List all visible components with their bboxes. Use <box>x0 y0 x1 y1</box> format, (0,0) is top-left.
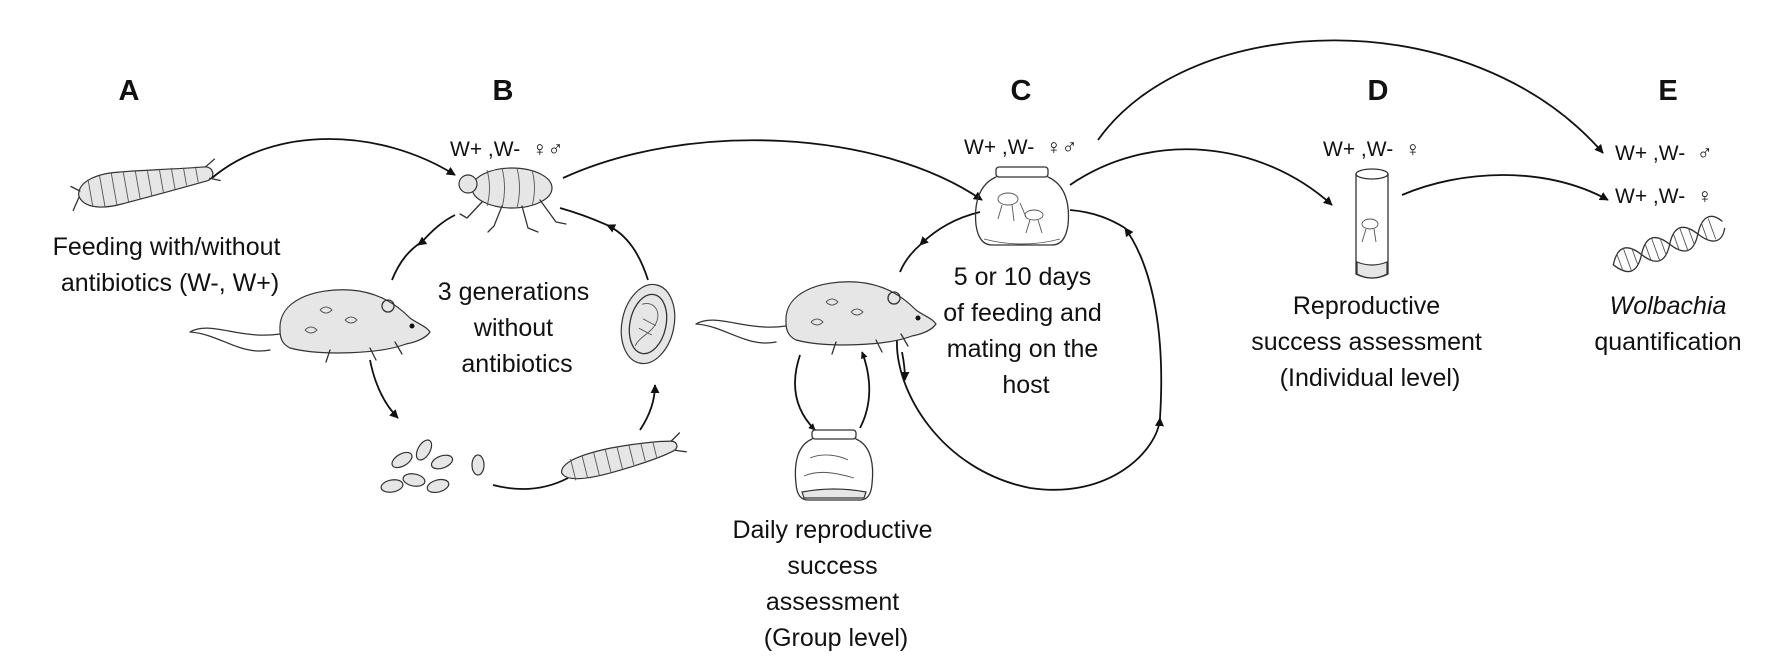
arrow-cycle-eggs-to-larva <box>492 477 569 490</box>
panel-c-subcaption-line-1: Daily reproductive <box>732 516 932 544</box>
mouse-host-icon-c <box>695 281 937 355</box>
arrow-cycle-adult-out <box>559 207 608 226</box>
glass-tube-icon <box>1355 168 1389 279</box>
panel-b-caption-line-2: without <box>473 314 553 342</box>
panel-a-caption: Feeding with/without antibiotics (W-, W+… <box>53 233 288 297</box>
panel-letter-c: C <box>1011 75 1032 107</box>
arrow-loop-bottom <box>896 339 1164 491</box>
flea-larva-icon <box>70 158 221 212</box>
arrow-loop-jar-to-host <box>919 211 981 246</box>
panel-b-caption-line-3: antibiotics <box>461 350 572 378</box>
flea-pupa-icon <box>620 283 676 365</box>
arrow-c-to-d <box>1069 148 1333 206</box>
panel-d-caption-line-1: Reproductive <box>1293 292 1440 320</box>
panel-c-subcaption: Daily reproductive success assessment (G… <box>732 516 939 652</box>
arrow-loop-jar-right <box>1069 209 1126 229</box>
arrow-cycle-host-to-eggs <box>369 359 399 419</box>
panel-d-caption: Reproductive success assessment (Individ… <box>1251 292 1489 392</box>
arrow-loop-right-up <box>1124 227 1163 419</box>
arrow-cycle-larva-to-pupa <box>639 384 660 431</box>
panel-c-caption-line-3: mating on the <box>947 335 1099 363</box>
panel-letter-a: A <box>119 75 140 107</box>
arrow-d-to-e-female <box>1401 174 1609 201</box>
panel-c-caption-line-4: host <box>1002 371 1049 399</box>
arrow-loop-host-down <box>900 351 910 381</box>
panel-e-status-female: W+ ,W- ♀ <box>1615 185 1713 208</box>
dna-helix-icon <box>1612 215 1726 273</box>
panel-c-caption-line-1: 5 or 10 days <box>954 263 1092 291</box>
adult-flea-icon <box>458 167 567 233</box>
arrow-b-to-c <box>562 139 983 201</box>
glass-jar-icon-group <box>794 429 874 501</box>
panel-b-caption-line-1: 3 generations <box>438 278 590 306</box>
flea-eggs-icon <box>380 439 485 494</box>
panel-b-status: W+ ,W- ♀♂ <box>450 138 563 161</box>
arrow-host-to-group-jar <box>794 354 816 431</box>
panel-b-caption: 3 generations without antibiotics <box>438 278 596 378</box>
panel-d-caption-line-2: success assessment <box>1251 328 1482 356</box>
flea-larva-icon-cycle <box>560 432 687 481</box>
arrow-group-jar-to-host <box>859 351 871 429</box>
mouse-host-icon <box>189 289 431 363</box>
panel-e-caption-italic: Wolbachia <box>1610 292 1727 320</box>
panel-c-subcaption-line-4: (Group level) <box>764 624 909 652</box>
panel-letter-b: B <box>493 75 514 107</box>
arrow-loop-host-left <box>899 244 921 273</box>
arrow-cycle-adult-to-host <box>417 214 456 246</box>
arrow-cycle-host-start <box>391 242 421 281</box>
panel-e-status-male: W+ ,W- ♂ <box>1615 142 1713 165</box>
panel-c-subcaption-line-2: success <box>787 552 877 580</box>
arrows <box>211 39 1609 491</box>
panel-c-subcaption-line-3: assessment <box>766 588 899 616</box>
arrow-a-to-b <box>211 138 456 179</box>
panel-e-caption: quantification <box>1594 328 1741 356</box>
panel-letter-e: E <box>1658 75 1677 107</box>
panel-a-caption-line-2: antibiotics (W-, W+) <box>61 269 279 297</box>
glass-jar-icon <box>974 166 1070 246</box>
panel-c-caption: 5 or 10 days of feeding and mating on th… <box>943 263 1108 399</box>
panel-c-status: W+ ,W- ♀♂ <box>964 136 1077 159</box>
panel-a-caption-line-1: Feeding with/without <box>53 233 281 261</box>
panel-d-caption-line-3: (Individual level) <box>1280 364 1461 392</box>
arrow-cycle-pupa-to-adult <box>606 224 649 281</box>
panel-letter-d: D <box>1368 75 1389 107</box>
arrow-c-to-e-male <box>1097 39 1604 154</box>
panel-d-status: W+ ,W- ♀ <box>1323 138 1421 161</box>
panel-c-caption-line-2: of feeding and <box>943 299 1101 327</box>
